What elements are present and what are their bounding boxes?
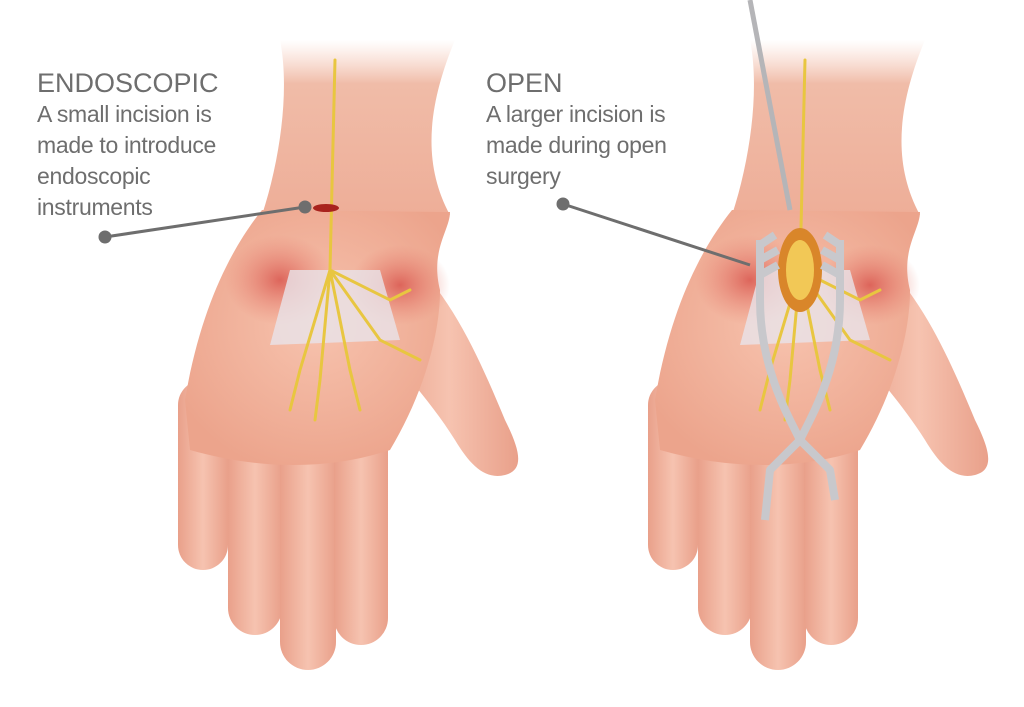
small-incision [313, 204, 339, 212]
open-line-2: made during open [486, 132, 667, 158]
endoscopic-line-4: instruments [37, 194, 153, 220]
endoscopic-label: ENDOSCOPIC A small incision is made to i… [37, 67, 219, 223]
endoscopic-line-1: A small incision is [37, 101, 212, 127]
left-hand-endoscopic [176, 38, 520, 672]
open-title: OPEN [486, 68, 563, 98]
open-line-1: A larger incision is [486, 101, 666, 127]
open-line-3: surgery [486, 163, 561, 189]
right-hand-open [646, 38, 990, 672]
open-label: OPEN A larger incision is made during op… [486, 67, 667, 192]
callout-leaders [98, 197, 751, 267]
endoscopic-line-2: made to introduce [37, 132, 217, 158]
surgical-probe [747, 0, 793, 211]
endoscopic-line-3: endoscopic [37, 163, 151, 189]
endoscopic-title: ENDOSCOPIC [37, 68, 219, 98]
retractor-instrument [756, 231, 844, 521]
